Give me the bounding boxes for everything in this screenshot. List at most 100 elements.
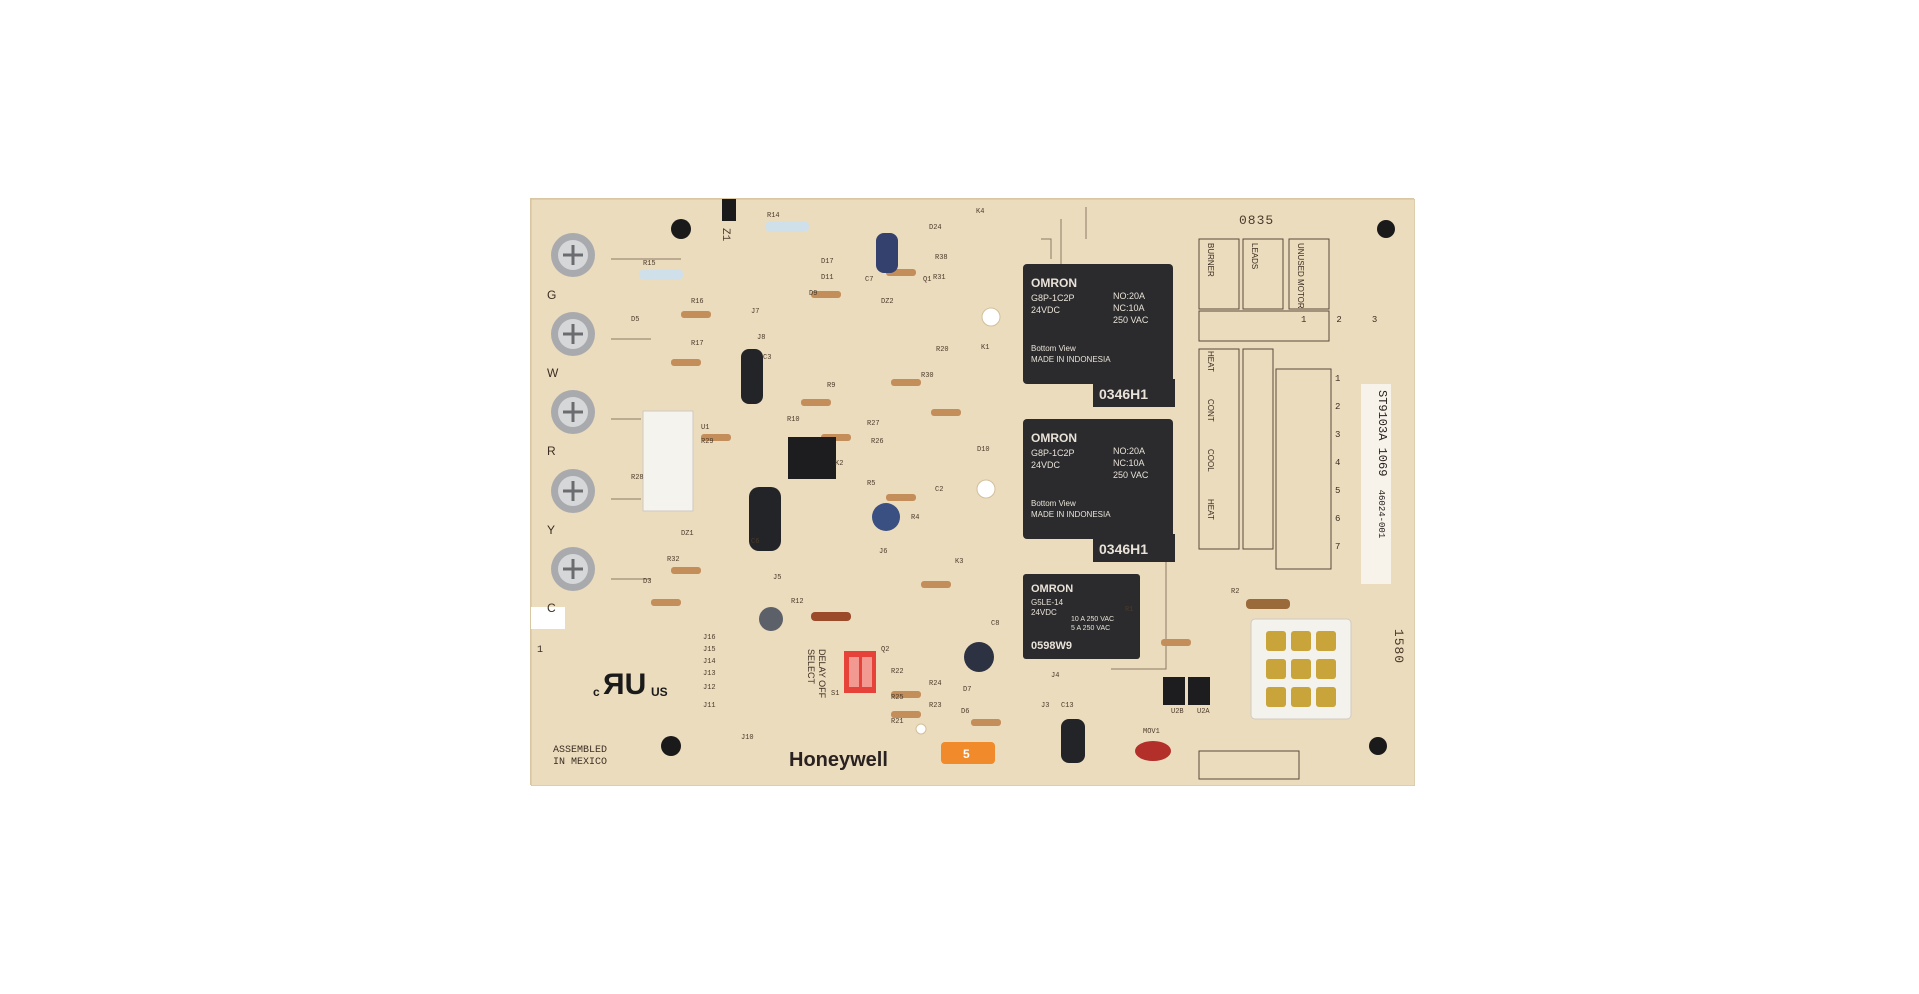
integrated-circuits xyxy=(788,437,1210,705)
ref-designator: R5 xyxy=(867,480,875,488)
ref-designator: R12 xyxy=(791,598,804,606)
ref-designator: R16 xyxy=(691,298,704,306)
ref-designator: S1 xyxy=(831,690,839,698)
ref-designator: R30 xyxy=(921,372,934,380)
relay-1-origin: MADE IN INDONESIA xyxy=(1031,355,1111,364)
ref-designator: J15 xyxy=(703,646,716,654)
ul-logo-icon: ЯU xyxy=(603,668,646,701)
relay-3-code: 0598W9 xyxy=(1031,640,1072,652)
ref-designator: D3 xyxy=(643,578,651,586)
ref-designator: J16 xyxy=(703,634,716,642)
ref-designator: J3 xyxy=(1041,702,1049,710)
white-connector xyxy=(642,410,694,512)
ref-designator: R26 xyxy=(871,438,884,446)
relay-1-voltage: 24VDC xyxy=(1031,305,1061,315)
ref-designator: DZ1 xyxy=(681,530,694,538)
ref-designator: D7 xyxy=(963,686,971,694)
brand-logo: Honeywell xyxy=(789,749,888,771)
delay-select-line-2: SELECT xyxy=(806,649,816,685)
control-board: G W R Y C Z1 xyxy=(530,198,1415,786)
relay-1-rating-nc: NC:10A xyxy=(1113,303,1145,313)
ref-designator: Q2 xyxy=(881,646,889,654)
relay-2-origin: MADE IN INDONESIA xyxy=(1031,510,1111,519)
pin-numbers-right: 1 2 3 4 5 6 7 xyxy=(1335,374,1340,552)
pin-number: 1 xyxy=(1335,374,1341,384)
ref-designator: R9 xyxy=(827,382,835,390)
ref-designator: J4 xyxy=(1051,672,1059,680)
ref-designator: R28 xyxy=(631,474,644,482)
ref-designator: R1 xyxy=(1125,606,1133,614)
board-hole xyxy=(915,723,927,735)
ref-designator: R21 xyxy=(891,718,904,726)
relay-1-view: Bottom View xyxy=(1031,344,1076,353)
ref-designator: C6 xyxy=(751,538,759,546)
relay-1-rating-no: NO:20A xyxy=(1113,291,1145,301)
ref-designator: Q1 xyxy=(923,276,931,284)
part-number-sub: 46024-001 xyxy=(1376,489,1386,539)
ref-designator: J7 xyxy=(751,308,759,316)
board-artwork: G W R Y C Z1 xyxy=(531,199,1415,786)
ref-designator: R4 xyxy=(911,514,919,522)
ref-designator: MOV1 xyxy=(1143,728,1160,736)
resistors xyxy=(639,221,1290,726)
ref-designator: J5 xyxy=(773,574,781,582)
ref-designator: U2A xyxy=(1197,708,1210,716)
ref-designator: R24 xyxy=(929,680,942,688)
ref-designator: DZ2 xyxy=(881,298,894,306)
ref-designator: R32 xyxy=(667,556,680,564)
pin-one-label: 1 xyxy=(537,645,544,656)
ref-designator: R2 xyxy=(1231,588,1239,596)
pin-number: 3 xyxy=(1335,430,1341,440)
header-label-unused-motor: UNUSED MOTOR xyxy=(1296,243,1305,309)
part-number: ST9103A 1069 46024-001 xyxy=(1361,384,1391,584)
relay-2-brand: OMRON xyxy=(1031,431,1077,445)
ref-designator: R31 xyxy=(933,274,946,282)
header-outlines xyxy=(1198,238,1332,780)
header-label-burner: BURNER xyxy=(1206,243,1215,277)
pin-number: 1 xyxy=(1301,315,1307,325)
pin-number: 4 xyxy=(1335,458,1341,468)
mounting-hole-bottom-right xyxy=(1369,737,1387,755)
ref-designator: K1 xyxy=(981,344,989,352)
relay-2-rating-vac: 250 VAC xyxy=(1113,470,1149,480)
ref-designator: R22 xyxy=(891,668,904,676)
header-label-heat: HEAT xyxy=(1206,351,1215,372)
terminal-label-w: W xyxy=(547,366,559,380)
header-label-heat-2: HEAT xyxy=(1206,499,1215,520)
relay-2-voltage: 24VDC xyxy=(1031,460,1061,470)
header-label-cont: CONT xyxy=(1206,399,1215,422)
relay-3: OMRON G5LE-14 24VDC 10 A 250 VAC 5 A 250… xyxy=(1023,574,1140,659)
ref-designator: C3 xyxy=(763,354,771,362)
ref-designator: R27 xyxy=(867,420,880,428)
relay-3-rating-1: 10 A 250 VAC xyxy=(1071,616,1114,623)
relay-3-rating-2: 5 A 250 VAC xyxy=(1071,625,1110,632)
relay-2-code-label: 0346H1 xyxy=(1099,541,1148,557)
pin-number: 3 xyxy=(1371,315,1378,325)
relay-3-model: G5LE-14 xyxy=(1031,598,1064,607)
ref-designator: D5 xyxy=(631,316,639,324)
z1-label: Z1 xyxy=(719,228,731,242)
ref-designator: U2B xyxy=(1171,708,1184,716)
relay-1-brand: OMRON xyxy=(1031,276,1077,290)
ref-designator: J10 xyxy=(741,734,754,742)
ref-designator: C13 xyxy=(1061,702,1074,710)
relay-3-voltage: 24VDC xyxy=(1031,608,1057,617)
ref-designator: R10 xyxy=(787,416,800,424)
ref-designator: J14 xyxy=(703,658,716,666)
pin-number: 5 xyxy=(1335,486,1341,496)
ref-designator: D17 xyxy=(821,258,834,266)
pin-number: 2 xyxy=(1335,402,1341,412)
nine-pin-connector xyxy=(1250,618,1352,720)
delay-select-label: DELAY OFF SELECT xyxy=(805,649,827,698)
ref-designator: D9 xyxy=(809,290,817,298)
cert-us-label: US xyxy=(651,685,668,699)
ref-designator: K4 xyxy=(976,208,984,216)
ref-designator: C2 xyxy=(935,486,943,494)
assembly-line-2: IN MEXICO xyxy=(553,757,608,768)
relay-2-rating-no: NO:20A xyxy=(1113,446,1145,456)
relay-2: OMRON G8P-1C2P 24VDC NO:20A NC:10A 250 V… xyxy=(1023,419,1173,539)
ref-designator: D6 xyxy=(961,708,969,716)
ref-designator: C7 xyxy=(865,276,873,284)
ref-designator: R20 xyxy=(936,346,949,354)
silkscreen-block xyxy=(722,199,736,221)
